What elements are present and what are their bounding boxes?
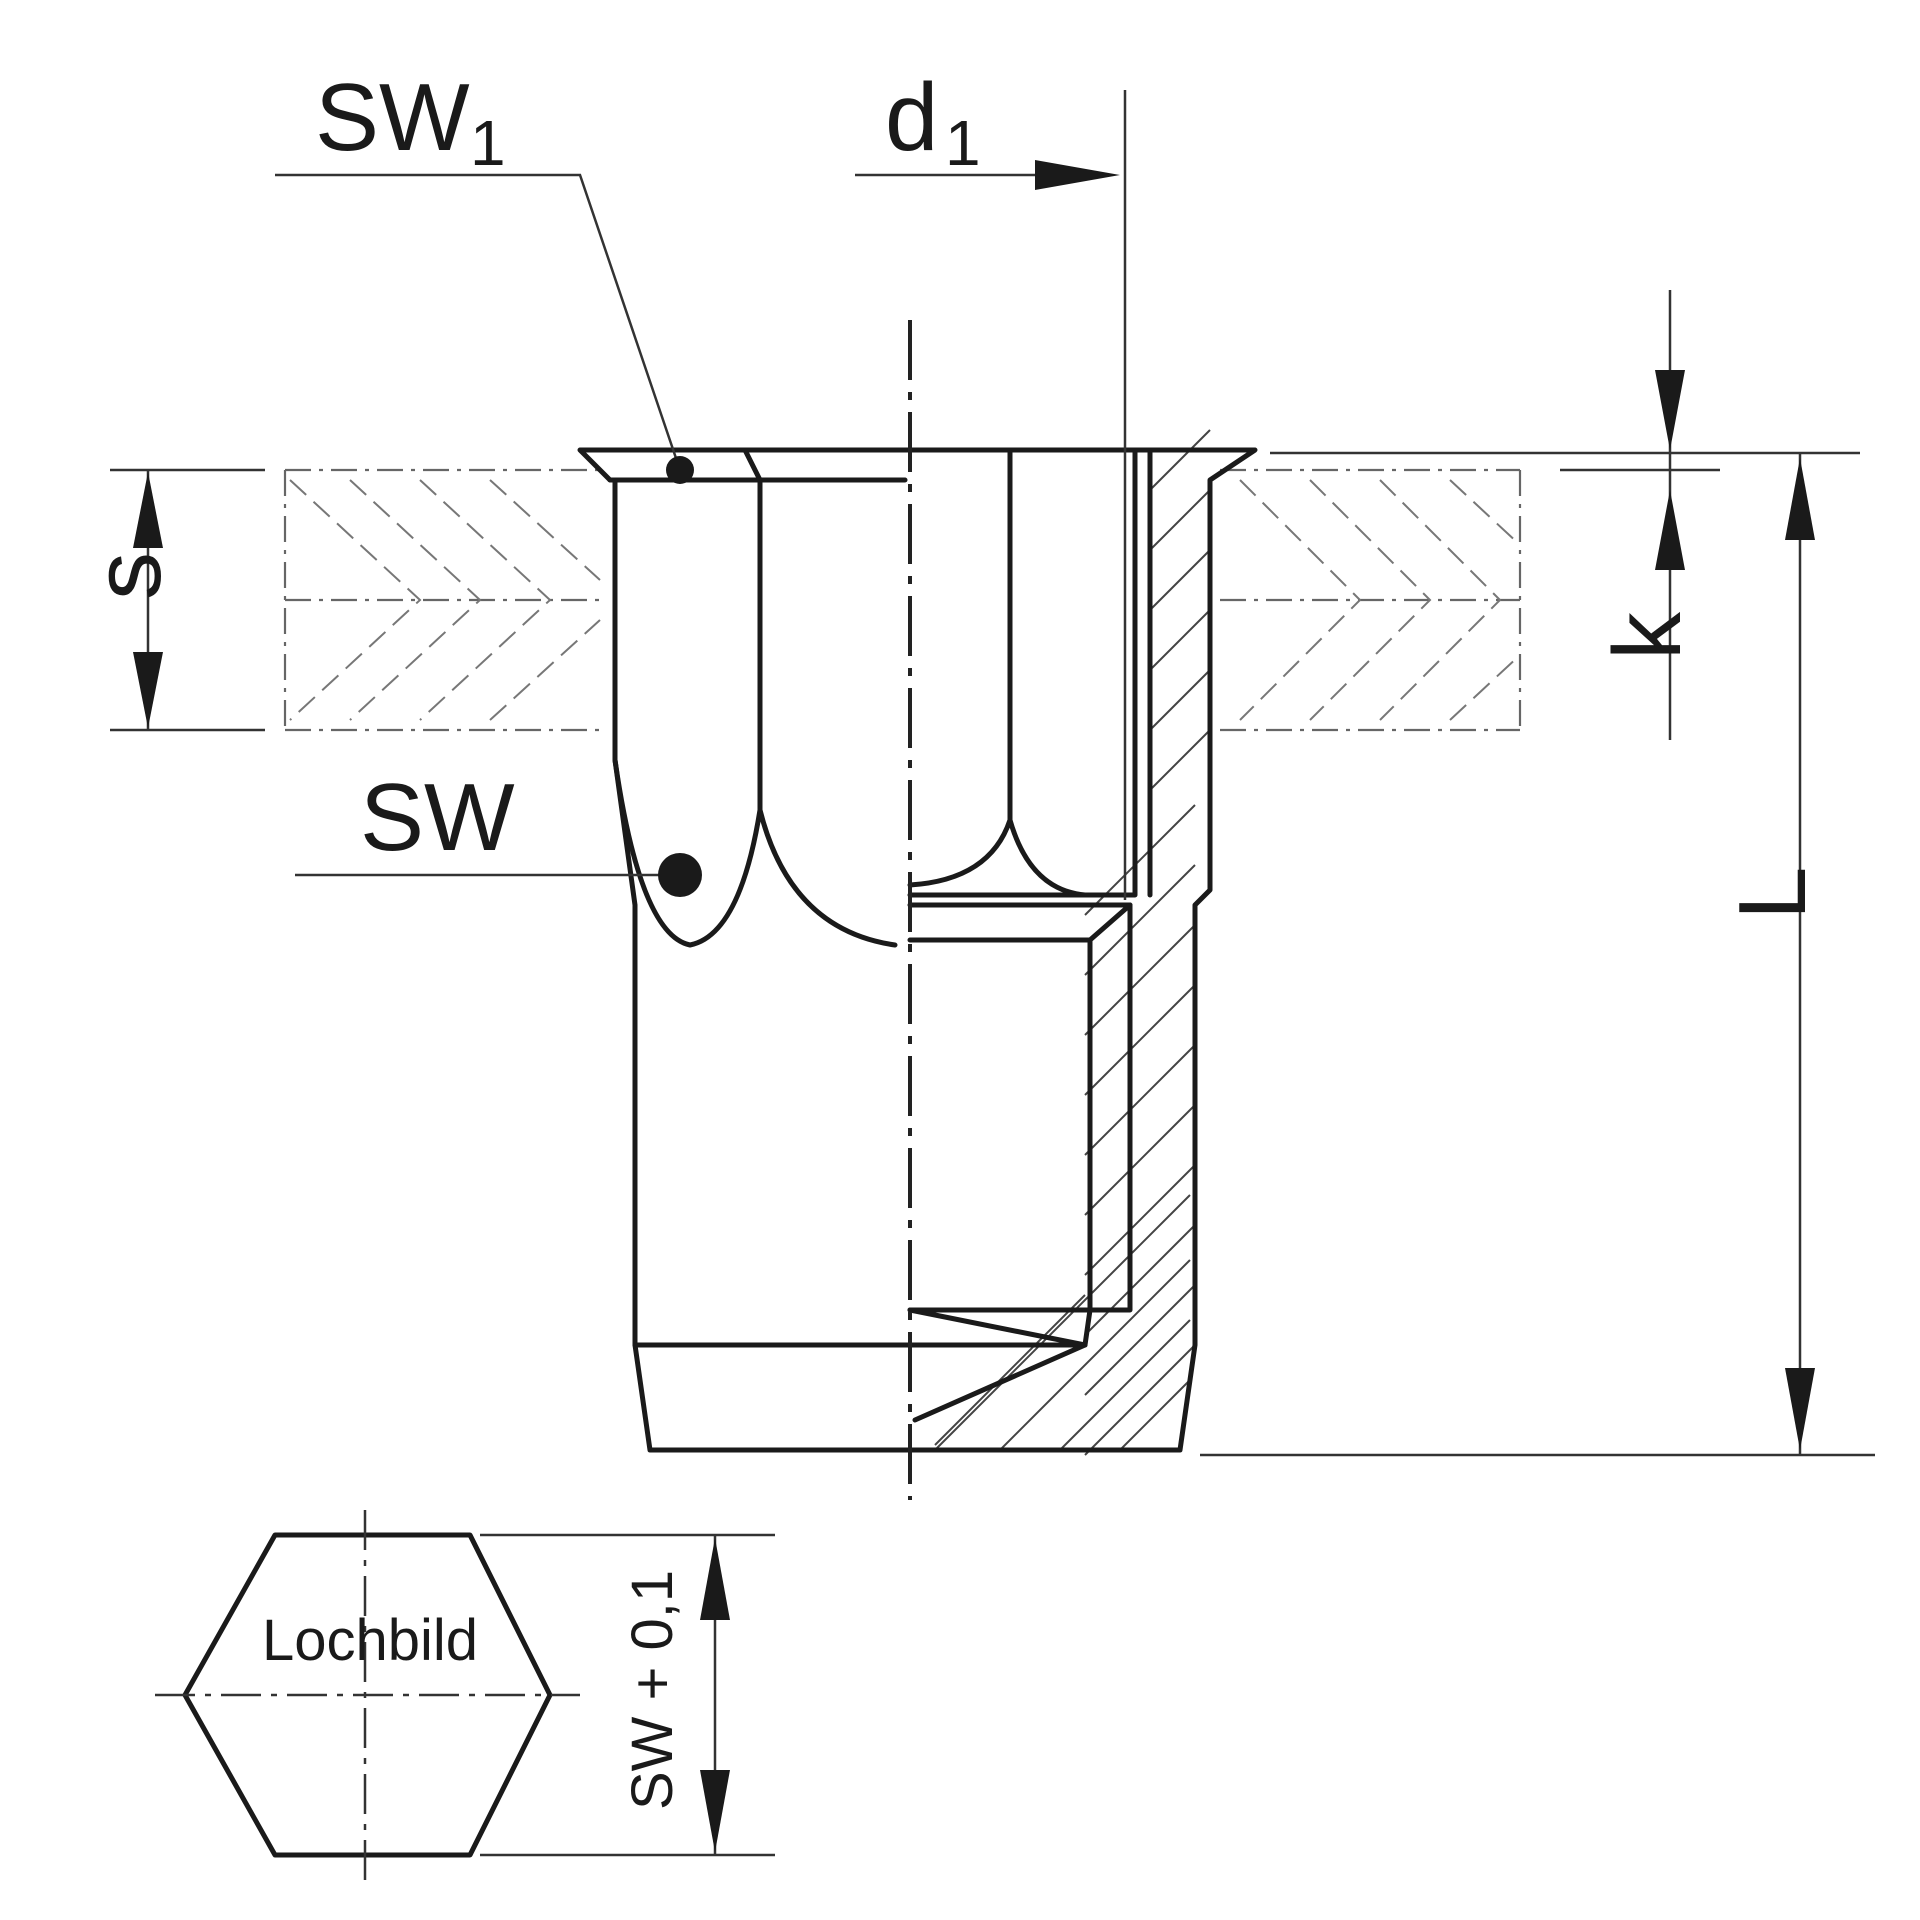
sw-leader xyxy=(295,853,702,897)
label-l: L xyxy=(1719,867,1826,920)
label-d1: d xyxy=(885,64,938,171)
label-k: k xyxy=(1594,611,1701,660)
label-lochbild: Lochbild xyxy=(262,1608,478,1673)
sw1-leader xyxy=(275,173,694,484)
label-s: s xyxy=(74,552,181,600)
hex-hole-pattern xyxy=(155,1510,580,1880)
label-sw1: SW xyxy=(315,64,470,171)
section-hatching xyxy=(934,429,1211,1456)
label-sw-tolerance: SW + 0,1 xyxy=(620,1570,685,1810)
sheet-material-right xyxy=(1220,468,1522,732)
label-sw: SW xyxy=(360,764,515,871)
sheet-material-left xyxy=(283,468,601,732)
l-dimension xyxy=(1200,451,1875,1457)
d1-dimension xyxy=(855,90,1127,900)
k-dimension xyxy=(1560,290,1720,740)
label-d1-sub: 1 xyxy=(945,107,981,179)
label-sw1-sub: 1 xyxy=(470,107,506,179)
s-dimension xyxy=(110,468,265,732)
rivet-nut-body xyxy=(577,447,1258,1453)
sw-tolerance-dimension xyxy=(480,1533,775,1857)
